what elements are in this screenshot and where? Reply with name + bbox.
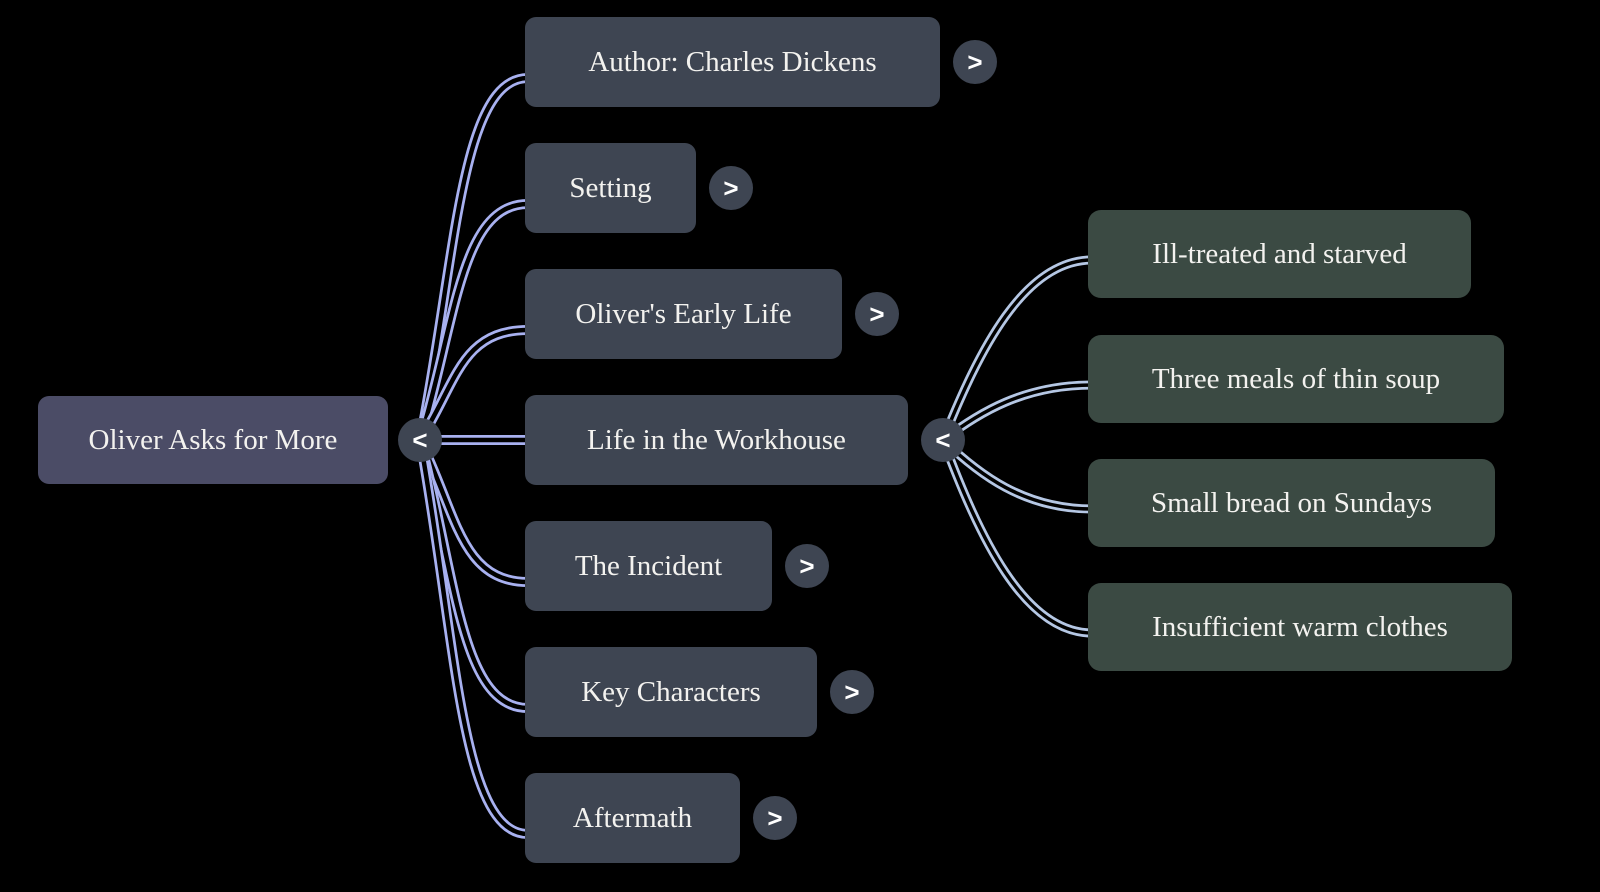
toggle-key-characters[interactable]: > xyxy=(830,670,874,714)
node-insufficient-warm-clothes-label: Insufficient warm clothes xyxy=(1152,610,1448,643)
toggle-life-in-the-workhouse[interactable]: < xyxy=(921,418,965,462)
node-root[interactable]: Oliver Asks for More xyxy=(38,396,388,484)
collapse-toggle-root[interactable]: < xyxy=(398,418,442,462)
node-key-characters[interactable]: Key Characters xyxy=(525,647,817,737)
toggle-oliver-s-early-life[interactable]: > xyxy=(855,292,899,336)
toggle-the-incident-glyph: > xyxy=(799,551,815,581)
toggle-author-charles-dickens-glyph: > xyxy=(967,47,983,77)
node-three-meals-of-thin-soup-label: Three meals of thin soup xyxy=(1151,362,1441,395)
node-small-bread-on-sundays-label: Small bread on Sundays xyxy=(1150,486,1433,519)
toggle-setting[interactable]: > xyxy=(709,166,753,210)
edge-root-to-author-charles-dickens xyxy=(417,75,529,441)
toggle-aftermath-glyph: > xyxy=(767,803,783,833)
toggle-setting-glyph: > xyxy=(723,173,739,203)
edge-workhouse-to-insufficient-warm-clothes xyxy=(941,439,1093,635)
edge-workhouse-to-ill-treated-and-starved xyxy=(938,255,1093,442)
node-insufficient-warm-clothes[interactable]: Insufficient warm clothes xyxy=(1088,583,1512,671)
toggle-author-charles-dickens[interactable]: > xyxy=(953,40,997,84)
node-small-bread-on-sundays[interactable]: Small bread on Sundays xyxy=(1088,459,1495,547)
node-oliver-s-early-life[interactable]: Oliver's Early Life xyxy=(525,269,842,359)
node-ill-treated-and-starved[interactable]: Ill-treated and starved xyxy=(1088,210,1471,298)
node-aftermath-label: Aftermath xyxy=(572,801,693,834)
edge-root-to-the-incident xyxy=(417,438,529,585)
node-oliver-s-early-life-label: Oliver's Early Life xyxy=(575,297,792,330)
node-setting-label: Setting xyxy=(569,171,652,204)
edge-root-to-setting xyxy=(417,201,529,441)
toggle-life-in-the-workhouse-glyph: < xyxy=(935,425,951,455)
toggle-oliver-s-early-life-glyph: > xyxy=(869,299,885,329)
node-three-meals-of-thin-soup[interactable]: Three meals of thin soup xyxy=(1088,335,1504,423)
node-key-characters-label: Key Characters xyxy=(581,675,761,708)
node-the-incident-label: The Incident xyxy=(574,549,723,582)
node-author-charles-dickens[interactable]: Author: Charles Dickens xyxy=(525,17,940,107)
collapse-toggle-root-glyph: < xyxy=(412,425,428,455)
edge-workhouse-to-ill-treated-and-starved xyxy=(941,258,1093,441)
toggle-aftermath[interactable]: > xyxy=(753,796,797,840)
node-setting[interactable]: Setting xyxy=(525,143,696,233)
node-ill-treated-and-starved-label: Ill-treated and starved xyxy=(1152,237,1407,270)
node-aftermath[interactable]: Aftermath xyxy=(525,773,740,863)
node-author-charles-dickens-label: Author: Charles Dickens xyxy=(588,45,877,78)
node-root-label: Oliver Asks for More xyxy=(88,423,338,456)
toggle-the-incident[interactable]: > xyxy=(785,544,829,588)
edge-workhouse-to-insufficient-warm-clothes xyxy=(938,438,1093,638)
node-life-in-the-workhouse-label: Life in the Workhouse xyxy=(587,423,846,456)
toggle-key-characters-glyph: > xyxy=(844,677,860,707)
edge-root-to-aftermath xyxy=(417,439,529,837)
node-the-incident[interactable]: The Incident xyxy=(525,521,772,611)
node-life-in-the-workhouse[interactable]: Life in the Workhouse xyxy=(525,395,908,485)
